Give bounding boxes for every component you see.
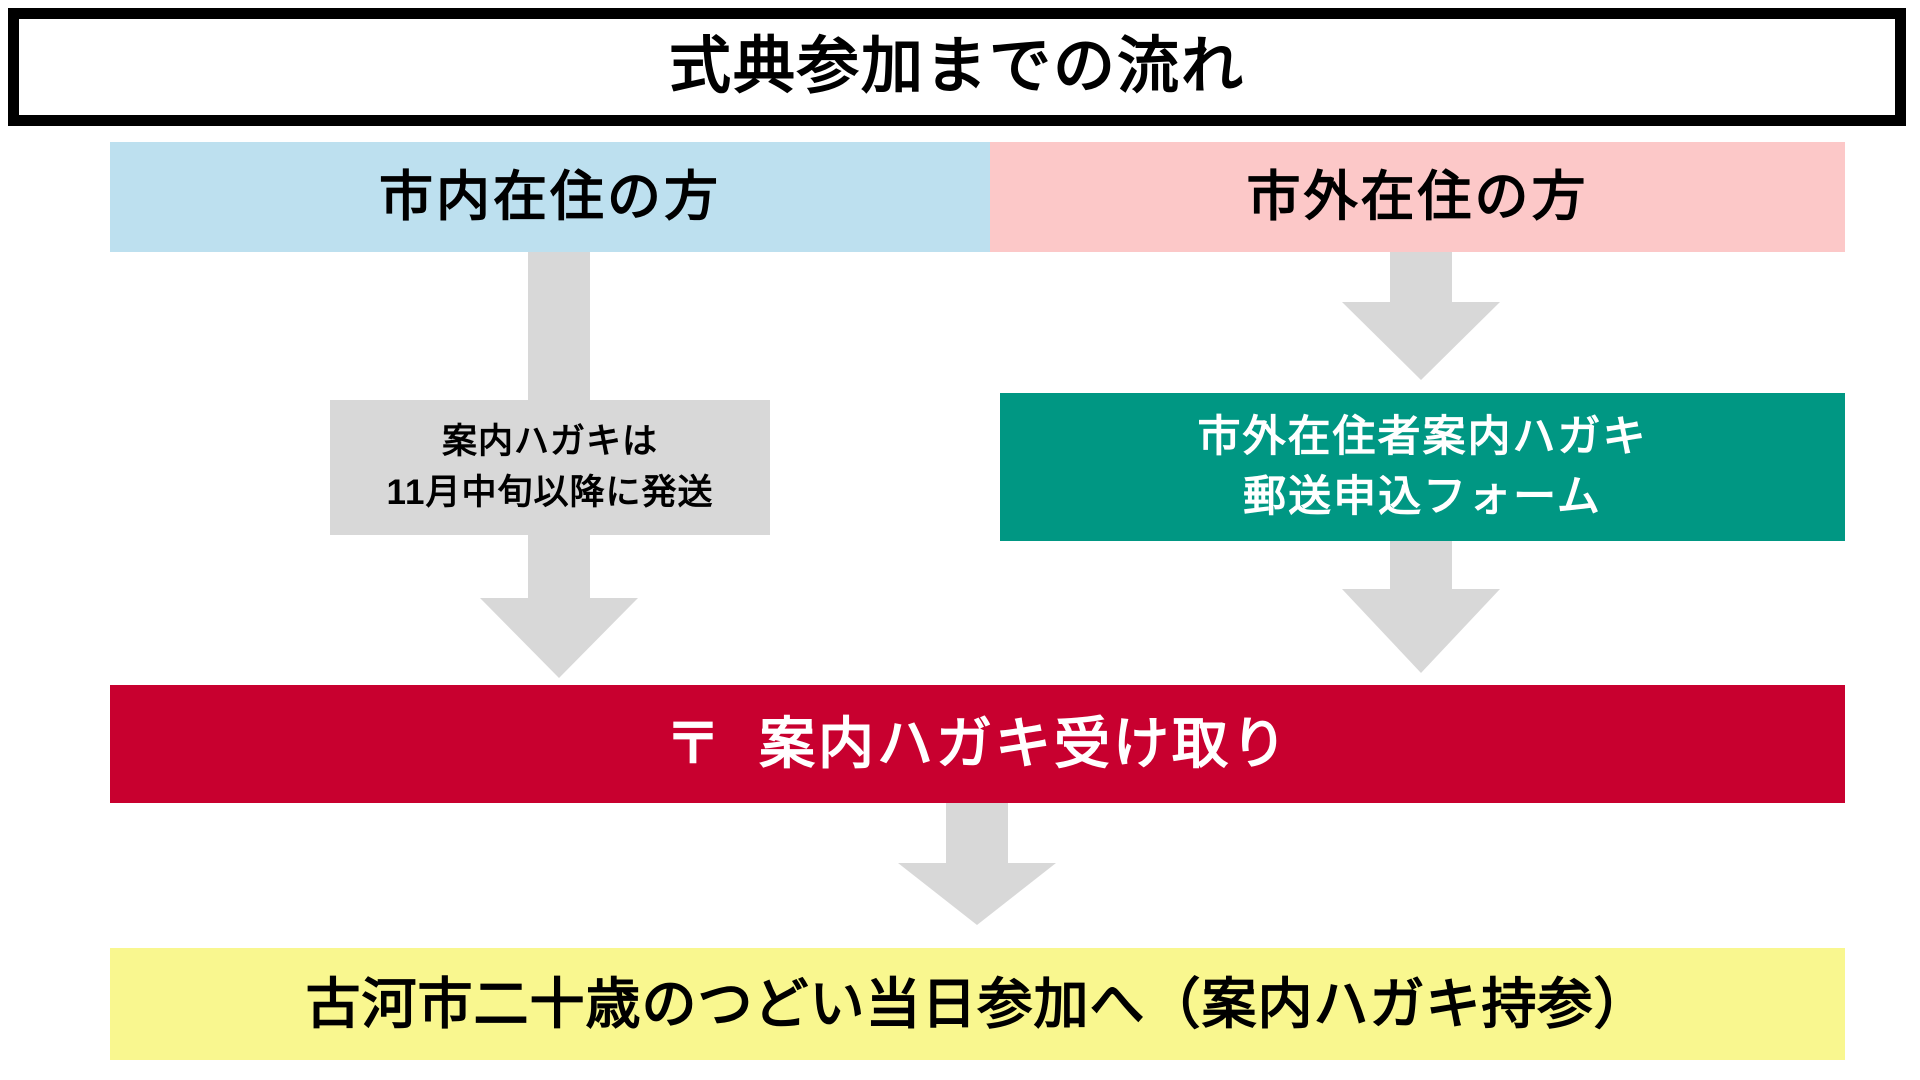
column-header-band: 市内在住の方 市外在住の方 <box>110 142 1845 252</box>
column-header-outside: 市外在住の方 <box>990 142 1845 252</box>
receive-step-bar: 〒 案内ハガキ受け取り <box>110 685 1845 803</box>
note-line-2: 11月中旬以降に発送 <box>386 472 714 512</box>
column-header-inside: 市内在住の方 <box>110 142 990 252</box>
form-box-line-2: 郵送申込フォーム <box>1243 473 1602 521</box>
postal-mark-icon: 〒 <box>665 712 721 775</box>
column-header-inside-label: 市内在住の方 <box>379 167 721 227</box>
column-header-outside-label: 市外在住の方 <box>1246 167 1589 227</box>
form-box-outside[interactable]: 市外在住者案内ハガキ 郵送申込フォーム <box>1000 393 1845 541</box>
arrow-outside-shaft <box>1390 252 1452 304</box>
note-box-inside: 案内ハガキは 11月中旬以降に発送 <box>330 400 770 535</box>
final-step-bar: 古河市二十歳のつどい当日参加へ（案内ハガキ持参） <box>110 948 1845 1060</box>
arrow-final-shaft <box>946 803 1008 865</box>
arrow-outside-head-icon <box>1342 302 1500 380</box>
form-box-line-1: 市外在住者案内ハガキ <box>1197 412 1648 461</box>
final-step-label: 古河市二十歳のつどい当日参加へ（案内ハガキ持参） <box>305 972 1650 1035</box>
diagram-title: 式典参加までの流れ <box>668 32 1245 101</box>
arrow-final-head-icon <box>898 863 1056 925</box>
arrow-form-head-icon <box>1342 589 1500 673</box>
arrow-form-shaft <box>1390 541 1452 591</box>
note-line-1: 案内ハガキは <box>441 421 658 461</box>
diagram-title-box: 式典参加までの流れ <box>8 8 1906 126</box>
arrow-inside-head-icon <box>480 598 638 678</box>
receive-step-label: 案内ハガキ受け取り <box>759 712 1290 775</box>
